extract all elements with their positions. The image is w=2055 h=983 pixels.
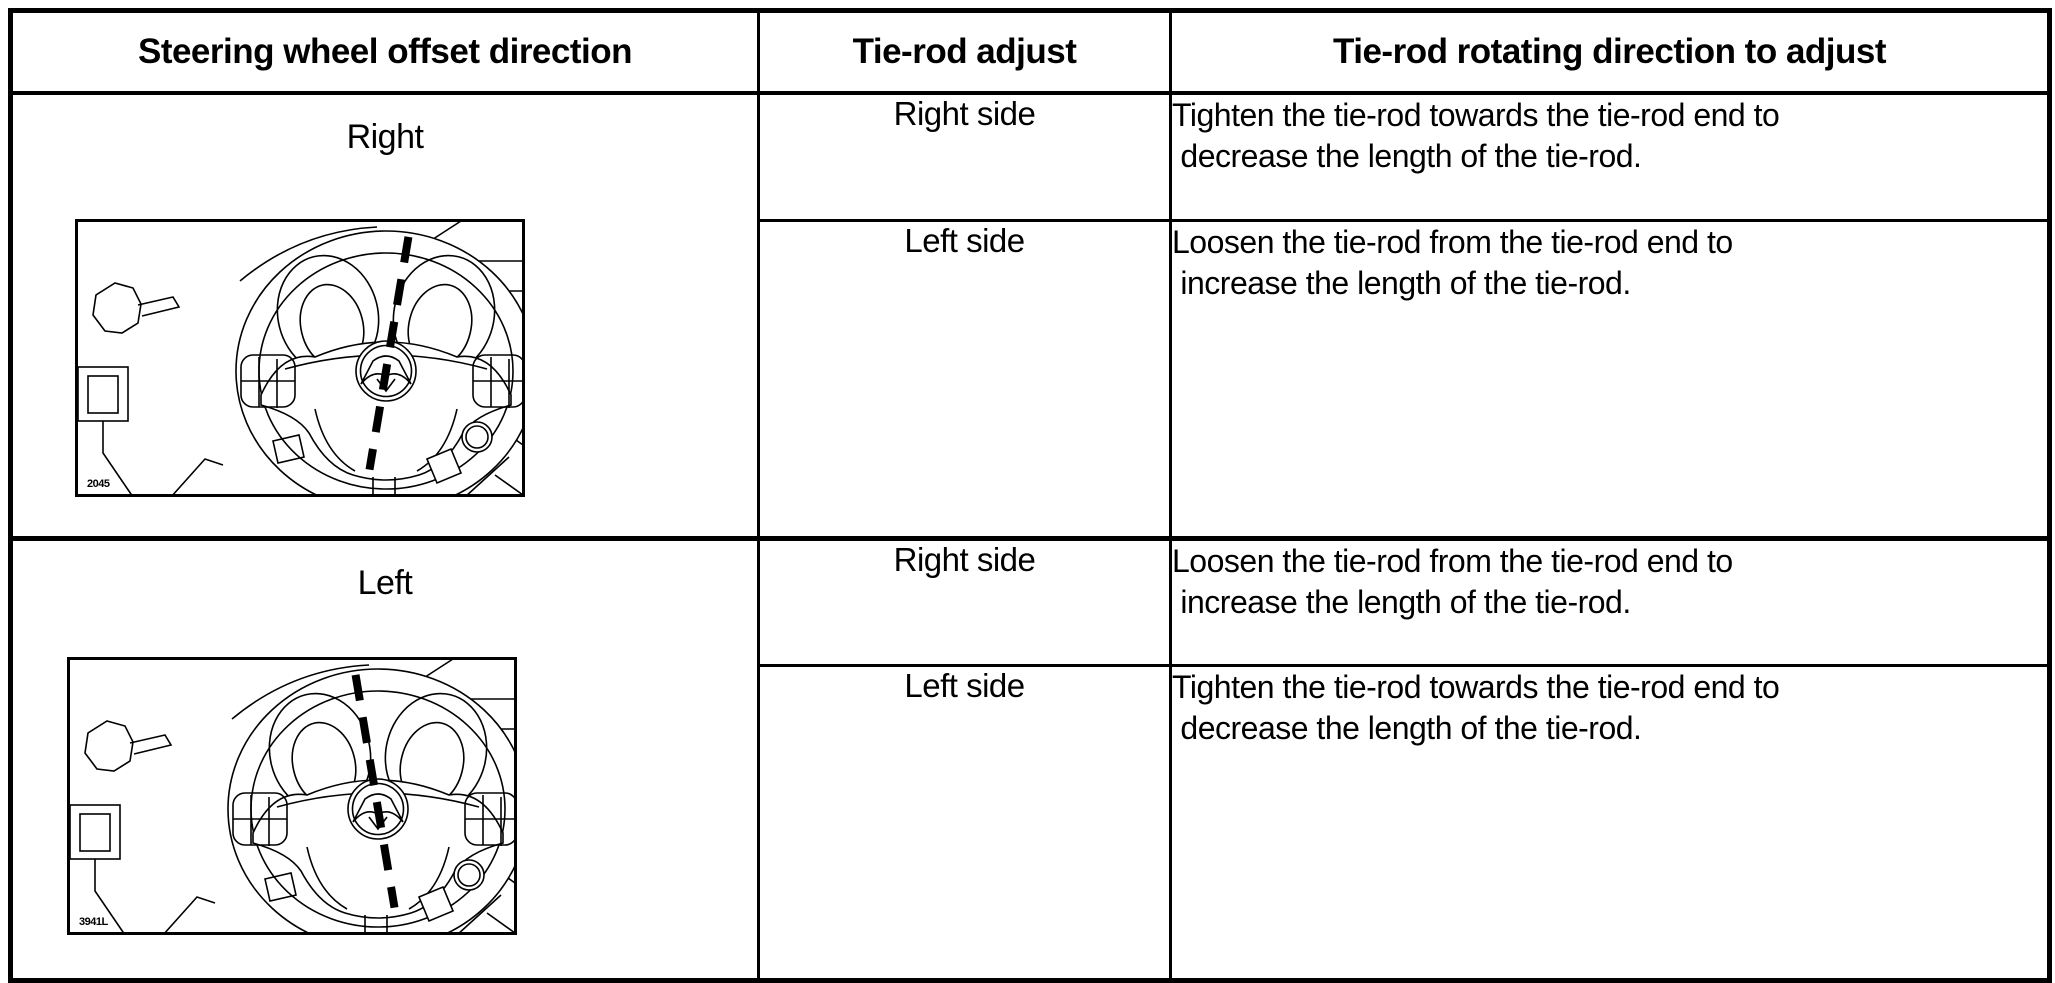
header-tie-rod-adjust: Tie-rod adjust: [757, 9, 1172, 95]
figure-code: 3941L: [79, 916, 108, 928]
tie-rod-side-cell: Right side: [757, 535, 1172, 668]
offset-direction-label: Right: [346, 118, 424, 156]
steering-wheel-illustration-left: 3941L: [67, 657, 517, 935]
figure-frame: [75, 219, 525, 497]
steering-wheel-illustration-right: 2045: [75, 219, 525, 497]
header-offset-direction: Steering wheel offset direction: [9, 9, 760, 95]
instruction-cell: Tighten the tie-rod towards the tie-rod …: [1169, 664, 2051, 982]
instruction-cell: Tighten the tie-rod towards the tie-rod …: [1169, 91, 2051, 223]
tie-rod-side-cell: Right side: [757, 91, 1172, 223]
table-header-row: Steering wheel offset direction Tie-rod …: [9, 9, 2051, 95]
tie-rod-side-cell: Left side: [757, 219, 1172, 540]
table-row-left-offset-left-side: Left side Tighten the tie-rod towards th…: [11, 664, 2051, 982]
figure-frame: [67, 657, 517, 935]
table-row-right-offset-left-side: Left side Loosen the tie-rod from the ti…: [11, 219, 2051, 540]
instruction-cell: Loosen the tie-rod from the tie-rod end …: [1169, 535, 2051, 668]
center-offset-dashed-line: [351, 674, 399, 909]
table-row-right-offset: Right 2045 Right side Tighten the tie-ro…: [9, 91, 2051, 540]
offset-right-cell: Right 2045: [9, 91, 760, 540]
instruction-cell: Loosen the tie-rod from the tie-rod end …: [1169, 219, 2051, 540]
tie-rod-adjustment-table: Steering wheel offset direction Tie-rod …: [8, 8, 2052, 983]
center-offset-dashed-line: [365, 236, 413, 471]
figure-code: 2045: [87, 478, 110, 490]
offset-left-cell: Left 3941L: [9, 536, 760, 982]
tie-rod-side-cell: Left side: [757, 664, 1172, 982]
table-row-left-offset: Left 3941L Right side Loosen the tie-rod…: [9, 535, 2051, 982]
header-rotating-direction: Tie-rod rotating direction to adjust: [1169, 9, 2051, 95]
offset-direction-label: Left: [357, 564, 413, 602]
